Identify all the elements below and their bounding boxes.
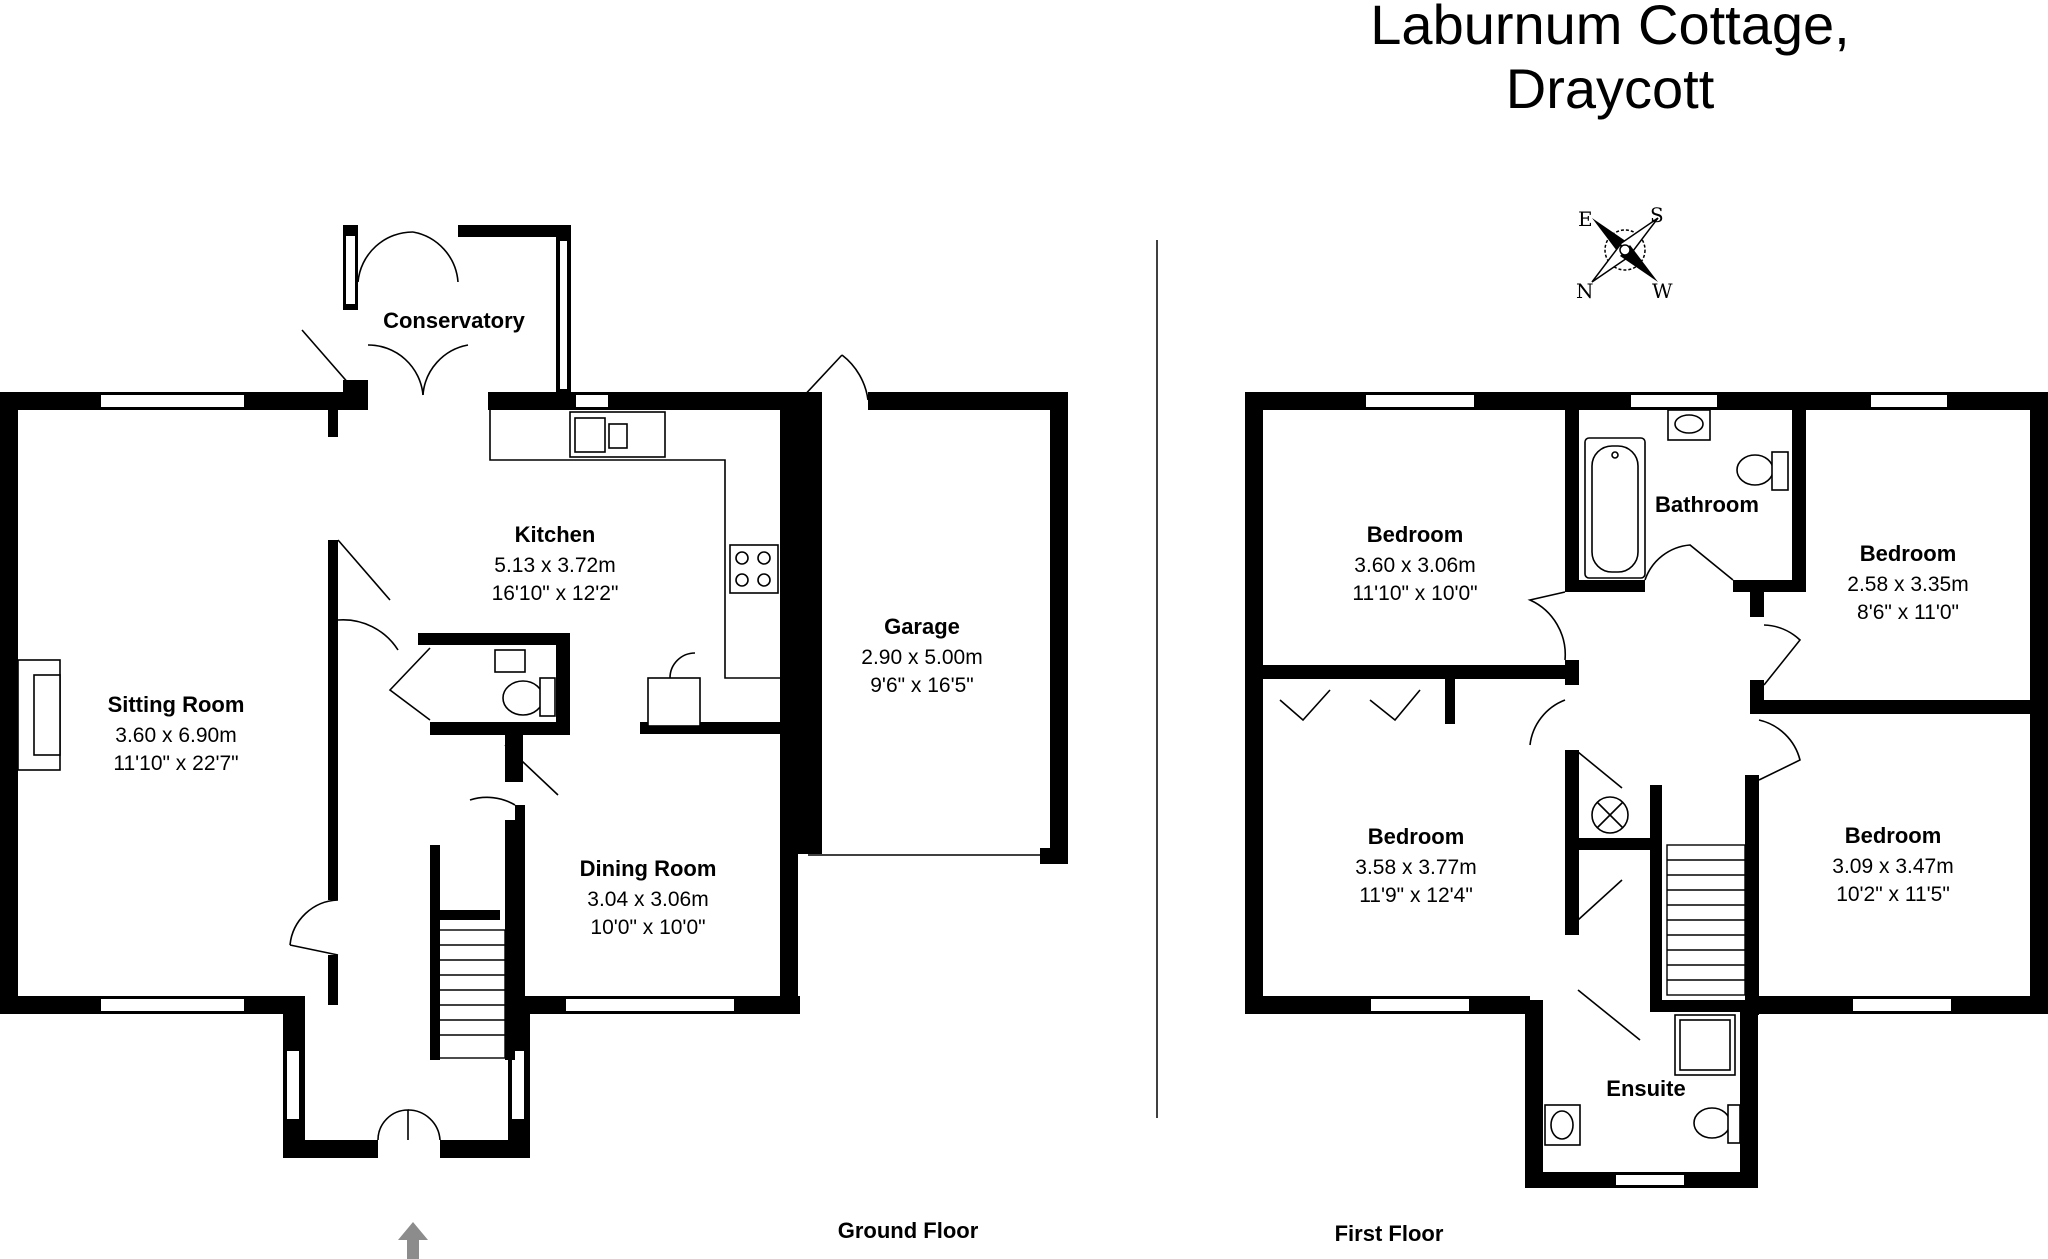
bedroom2-metric: 2.58 x 3.35m	[1847, 573, 1968, 596]
compass-east-label: E	[1578, 207, 1593, 231]
sitting-room-imperial: 11'10" x 22'7"	[113, 752, 238, 775]
bedroom4-metric: 3.09 x 3.47m	[1832, 855, 1953, 878]
plan-title-line1: Laburnum Cottage,	[1370, 0, 1849, 56]
conservatory-name: Conservatory	[383, 308, 526, 333]
sitting-room-name: Sitting Room	[108, 692, 245, 717]
bedroom2-imperial: 8'6" x 11'0"	[1857, 601, 1959, 624]
bedroom3-imperial: 11'9" x 12'4"	[1359, 884, 1473, 907]
bedroom1-imperial: 11'10" x 10'0"	[1352, 582, 1477, 605]
entrance-arrow-icon	[398, 1222, 428, 1259]
compass-north-label: N	[1576, 279, 1594, 303]
ground-floor-label: Ground Floor	[838, 1218, 979, 1243]
dining-room-imperial: 10'0" x 10'0"	[590, 916, 705, 939]
bedroom3-name: Bedroom	[1368, 824, 1465, 849]
ensuite-name: Ensuite	[1606, 1076, 1685, 1101]
first-floor-label: First Floor	[1335, 1221, 1444, 1246]
bedroom4-name: Bedroom	[1845, 823, 1942, 848]
compass-west-label: W	[1652, 279, 1673, 303]
compass-south-label: S	[1650, 203, 1664, 227]
bedroom3-metric: 3.58 x 3.77m	[1355, 856, 1476, 879]
bedroom4-imperial: 10'2" x 11'5"	[1836, 883, 1950, 906]
kitchen-imperial: 16'10" x 12'2"	[492, 582, 619, 605]
kitchen-metric: 5.13 x 3.72m	[494, 554, 615, 577]
bedroom1-metric: 3.60 x 3.06m	[1354, 554, 1475, 577]
first-floor-plan	[1245, 392, 2048, 1188]
plan-title-line2: Draycott	[1506, 57, 1715, 120]
compass-rose-icon	[1591, 217, 1659, 283]
bathroom-name: Bathroom	[1655, 492, 1759, 517]
garage-name: Garage	[884, 614, 960, 639]
dining-room-metric: 3.04 x 3.06m	[587, 888, 708, 911]
bedroom2-name: Bedroom	[1860, 541, 1957, 566]
sitting-room-metric: 3.60 x 6.90m	[115, 724, 236, 747]
dining-room-name: Dining Room	[580, 856, 717, 881]
ground-floor-plan	[0, 225, 1068, 1259]
garage-metric: 2.90 x 5.00m	[861, 646, 982, 669]
garage-imperial: 9'6" x 16'5"	[870, 674, 974, 697]
bedroom1-name: Bedroom	[1367, 522, 1464, 547]
kitchen-name: Kitchen	[515, 522, 596, 547]
